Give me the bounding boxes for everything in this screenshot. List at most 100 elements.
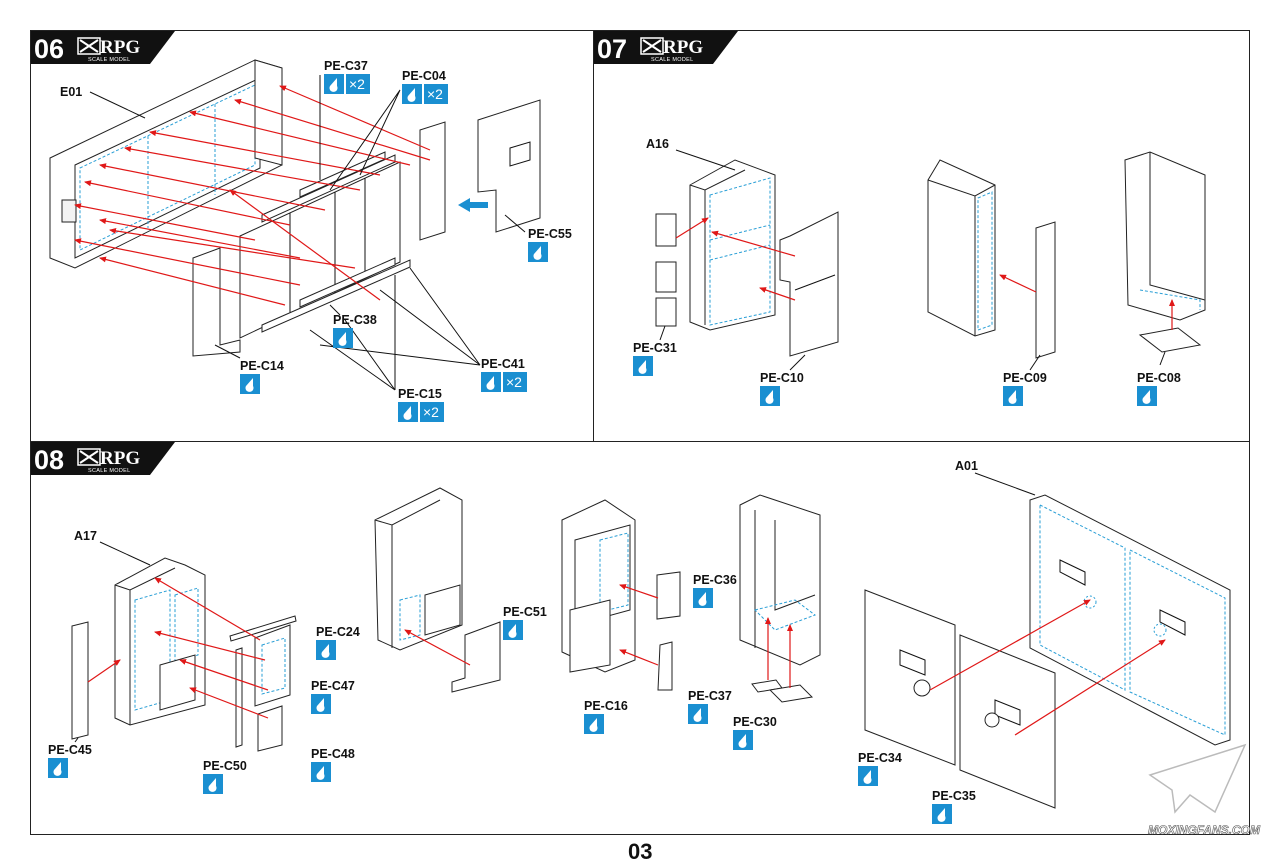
- glue-drop-icon: [932, 804, 952, 824]
- part-code: PE-C31: [633, 341, 677, 355]
- quantity-text: ×2: [349, 76, 365, 92]
- part-code: PE-C41: [481, 357, 525, 371]
- brand-name: RPG: [663, 37, 703, 58]
- part-label-pe-c35: PE-C35: [932, 789, 976, 824]
- step-07-drawing: [655, 149, 1206, 371]
- part-label-pe-c24: PE-C24: [316, 625, 360, 660]
- part-label-pe-c36: PE-C36: [693, 573, 737, 608]
- part-assembly-07-c: [1124, 151, 1206, 321]
- part-label-pe-c50: PE-C50: [203, 759, 247, 794]
- part-PE-C45: [71, 621, 89, 740]
- part-code: PE-C09: [1003, 371, 1047, 385]
- part-label-pe-c15: PE-C15×2: [398, 387, 444, 422]
- part-PE-C09: [1035, 221, 1056, 359]
- part-code: A16: [646, 137, 669, 151]
- part-PE-C24: [229, 615, 297, 642]
- part-label-pe-c08: PE-C08: [1137, 371, 1181, 406]
- part-PE-C10: [779, 211, 839, 357]
- glue-drop-icon: [633, 356, 653, 376]
- part-PE-C50: [235, 647, 243, 748]
- part-PE-C35: [959, 634, 1056, 809]
- paper-plane-logo: [1148, 743, 1247, 814]
- part-code: PE-C51: [503, 605, 547, 619]
- glue-drop-icon: [333, 328, 353, 348]
- step-08-frame: [30, 441, 1250, 835]
- part-code: PE-C10: [760, 371, 804, 385]
- part-PE-C47: [254, 624, 291, 707]
- part-code: PE-C50: [203, 759, 247, 773]
- brand-sub: SCALE MODEL: [651, 57, 693, 63]
- part-code: PE-C08: [1137, 371, 1181, 385]
- part-label-pe-c55: PE-C55: [528, 227, 572, 262]
- part-label-pe-c37: PE-C37: [688, 689, 732, 724]
- glue-drop-icon: [398, 402, 418, 422]
- step-header-06: 06 RPG SCALE MODEL: [31, 31, 175, 64]
- step-number: 06: [34, 34, 64, 64]
- part-code: PE-C47: [311, 679, 355, 693]
- assembly-arrows: [74, 85, 431, 306]
- part-PE-C51: [451, 621, 501, 693]
- step-number: 07: [597, 34, 627, 64]
- part-PE-C08: [1138, 327, 1202, 353]
- part-code: PE-C16: [584, 699, 628, 713]
- glue-drop-icon: [316, 640, 336, 660]
- part-label-pe-c30: PE-C30: [733, 715, 777, 750]
- part-label-pe-c09: PE-C09: [1003, 371, 1047, 406]
- watermark-text: MOXINGFANS.COM: [1148, 823, 1261, 837]
- part-label-pe-c37: PE-C37×2: [324, 59, 370, 94]
- watermark: MOXINGFANS.COM: [1148, 743, 1261, 837]
- part-label-pe-c48: PE-C48: [311, 747, 355, 782]
- part-code: PE-C34: [858, 751, 902, 765]
- glue-drop-icon: [48, 758, 68, 778]
- part-label-pe-c04: PE-C04×2: [402, 69, 448, 104]
- glue-drop-icon: [1003, 386, 1023, 406]
- glue-drop-icon: [481, 372, 501, 392]
- part-label-pe-c34: PE-C34: [858, 751, 902, 786]
- part-label-e01: E01: [60, 85, 82, 99]
- quantity-badge: [420, 402, 444, 422]
- part-label-a16: A16: [646, 137, 669, 151]
- blue-arrow: [458, 198, 488, 212]
- quantity-badge: [424, 84, 448, 104]
- part-code: A01: [955, 459, 978, 473]
- part-code: PE-C37: [688, 689, 732, 703]
- part-code: A17: [74, 529, 97, 543]
- rpg-logo: RPG SCALE MODEL: [640, 37, 703, 63]
- part-PE-C41-strips: [261, 259, 411, 333]
- page-number: 03: [628, 839, 652, 864]
- part-A16: [689, 159, 776, 331]
- part-label-pe-c41: PE-C41 ×2: [481, 357, 527, 392]
- part-label-pe-c31: PE-C31: [633, 341, 677, 376]
- part-A01: [1029, 494, 1231, 746]
- step-number: 08: [34, 445, 64, 475]
- part-code: PE-C15: [398, 387, 442, 401]
- part-label-pe-c14: PE-C14: [240, 359, 284, 394]
- part-label-pe-c47: PE-C47: [311, 679, 355, 714]
- part-code: PE-C45: [48, 743, 92, 757]
- brand-name: RPG: [100, 37, 140, 58]
- side-bracket-right: [419, 121, 446, 241]
- part-assembly-08-c: [561, 499, 636, 673]
- part-code: PE-C04: [402, 69, 446, 83]
- part-label-a01: A01: [955, 459, 978, 473]
- part-PE-C14: [192, 247, 241, 357]
- quantity-badge: [346, 74, 370, 94]
- quantity-text: ×2: [506, 374, 522, 390]
- glue-drop-icon: [1137, 386, 1157, 406]
- brand-name: RPG: [100, 448, 140, 469]
- part-code: PE-C14: [240, 359, 284, 373]
- glue-drop-icon: [402, 84, 422, 104]
- step-header-08: 08 RPG SCALE MODEL: [31, 442, 175, 475]
- part-PE-C36: [656, 571, 681, 620]
- part-assembly-08-d: [739, 494, 821, 666]
- rpg-logo: RPG SCALE MODEL: [77, 448, 140, 474]
- part-PE-C48: [257, 705, 283, 752]
- brand-sub: SCALE MODEL: [88, 57, 130, 63]
- glue-drop-icon: [733, 730, 753, 750]
- part-label-pe-c16: PE-C16: [584, 699, 628, 734]
- part-label-pe-c10: PE-C10: [760, 371, 804, 406]
- part-code: PE-C38: [333, 313, 377, 327]
- glue-drop-icon: [203, 774, 223, 794]
